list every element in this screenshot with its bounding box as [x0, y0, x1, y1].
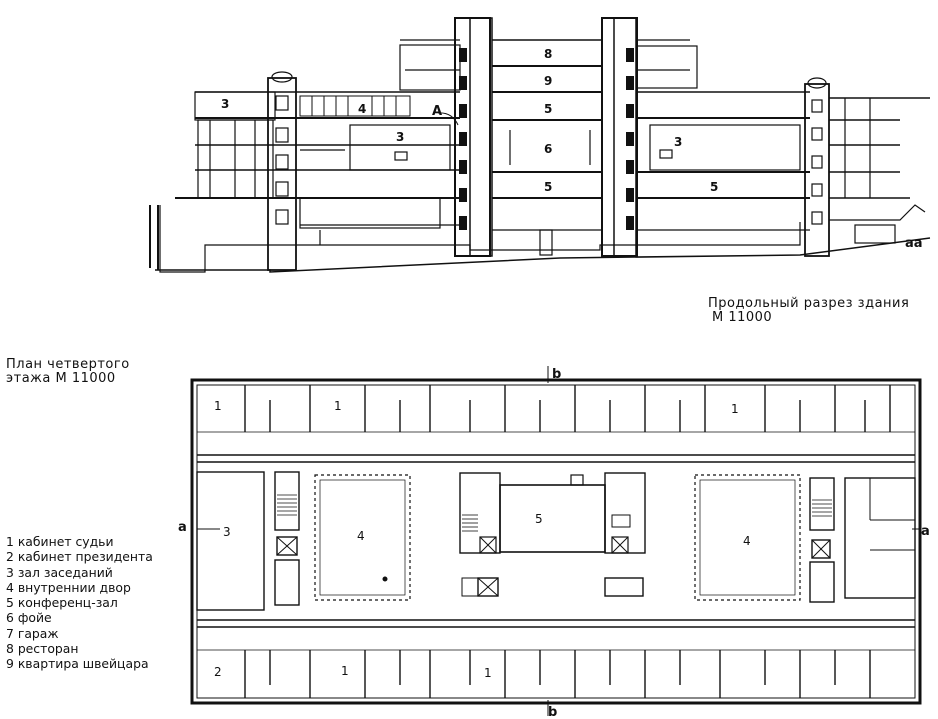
section-room-5-lower: 5: [544, 180, 552, 194]
plan-caption-title: План четвертого: [6, 357, 130, 372]
plan-room-1-topleft: 1: [214, 399, 222, 413]
legend-item-5: 5 конференц-зал: [6, 595, 118, 611]
plan-courtyard-left: [314, 474, 411, 601]
legend-item-2: 2 кабинет президента: [6, 549, 153, 565]
longitudinal-section-drawing: 3 4 3 8 9 5 6 5 3 5 A aa: [149, 17, 931, 273]
section-room-5-right: 5: [710, 180, 718, 194]
legend-item-8: 8 ресторан: [6, 641, 79, 657]
section-caption-title: Продольный разрез здания: [708, 296, 910, 311]
section-room-9: 9: [544, 74, 552, 88]
plan-caption: План четвертого этажа М 11000: [6, 358, 130, 386]
section-room-3-center: 3: [396, 130, 404, 144]
plan-room-2: 2: [214, 665, 222, 679]
legend-item-6: 6 фойе: [6, 610, 52, 626]
plan-room-3: 3: [223, 525, 231, 539]
plan-courtyard-right: [694, 474, 801, 601]
plan-room-1-bottom-mid: 1: [484, 666, 492, 680]
section-marker-A: A: [432, 104, 442, 119]
plan-room-5: 5: [535, 512, 543, 526]
plan-outer-wall: [190, 378, 922, 705]
section-room-3-right: 3: [674, 135, 682, 149]
plan-room-4-left: 4: [357, 529, 365, 543]
section-caption: Продольный разрез здания М 11000: [708, 297, 909, 325]
section-room-8: 8: [544, 47, 552, 61]
plan-caption-scale: этажа М 11000: [6, 371, 116, 386]
section-caption-scale: М 11000: [712, 310, 773, 325]
plan-axis-b-bottom: b: [548, 705, 557, 719]
plan-room-4-right: 4: [743, 534, 751, 548]
plan-conference-hall: [499, 484, 606, 553]
ground-line: [155, 237, 931, 273]
legend-item-9: 9 квартира швейцара: [6, 656, 149, 672]
plan-axis-b-top: b: [552, 367, 561, 382]
left-stair-tower: [267, 77, 297, 271]
legend: 1 кабинет судьи 2 кабинет президента 3 з…: [6, 534, 153, 672]
section-room-3-left: 3: [221, 97, 229, 111]
plan-room-1-topright: 1: [731, 402, 739, 416]
plan-axis-a-right: a: [921, 524, 930, 539]
plan-room-1-bottom: 1: [341, 664, 349, 678]
section-tag-aa: aa: [905, 236, 923, 251]
section-room-5-upper: 5: [544, 102, 552, 116]
legend-item-3: 3 зал заседаний: [6, 564, 113, 580]
section-room-4: 4: [358, 102, 366, 116]
legend-item-4: 4 внутреннии двор: [6, 579, 131, 595]
plan-hall-3: [196, 471, 265, 611]
plan-axis-a-left: a: [178, 520, 187, 535]
legend-item-7: 7 гараж: [6, 625, 59, 641]
section-room-6: 6: [544, 142, 552, 156]
legend-item-1: 1 кабинет судьи: [6, 534, 114, 549]
plan-room-1-top: 1: [334, 399, 342, 413]
right-stair-tower: [804, 83, 830, 257]
